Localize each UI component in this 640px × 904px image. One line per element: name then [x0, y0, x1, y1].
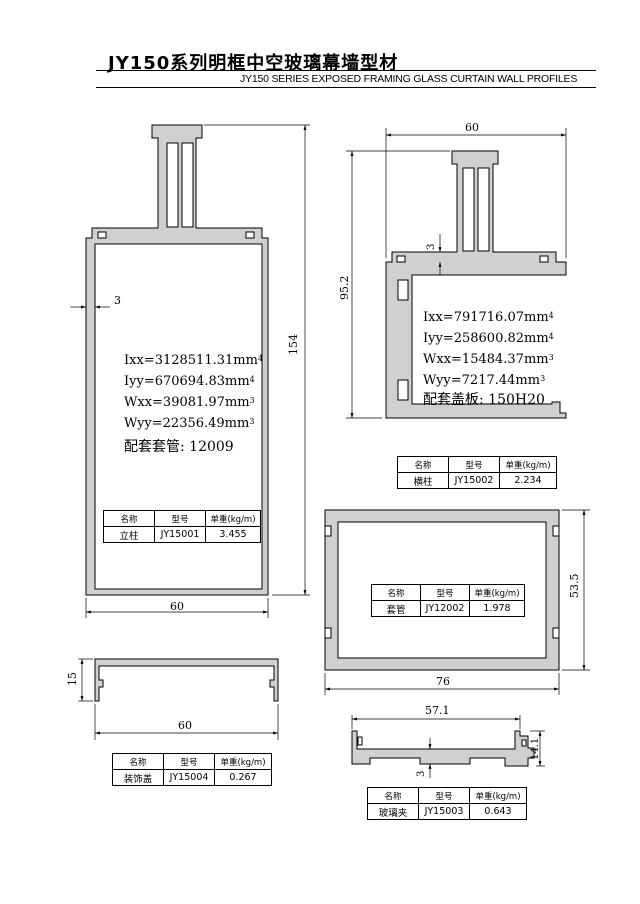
table-header-model: 型号	[418, 787, 470, 804]
mullion-properties: Ixx=3128511.31mm4 Iyy=670694.83mm4 Wxx=3…	[124, 350, 263, 434]
table-header-name: 名称	[112, 753, 164, 770]
title-rule	[96, 70, 596, 71]
mullion-height-label: 154	[287, 334, 300, 355]
spec-weight: 1.978	[469, 600, 525, 617]
mullion-wyy: Wyy=22356.49mm3	[124, 416, 255, 431]
spec-model: JY15002	[448, 472, 500, 489]
spec-name: 玻璃夹	[367, 803, 419, 820]
clip-profile	[351, 730, 535, 767]
clip-height-label: 14.1	[530, 737, 541, 760]
sleeve-width-label: 76	[436, 675, 450, 688]
transom-wyy: Wyy=7217.44mm3	[423, 373, 546, 388]
mullion-width-label: 60	[170, 600, 184, 613]
spec-weight: 0.643	[469, 803, 527, 820]
table-header-model: 型号	[154, 510, 206, 527]
spec-model: JY15004	[163, 769, 215, 786]
clip-width-label: 57.1	[425, 704, 450, 717]
table-header-weight: 单重(kg/m)	[214, 753, 272, 770]
transom-ixx: Ixx=791716.07mm4	[423, 310, 554, 325]
clip-wall-label: 3	[416, 770, 427, 777]
transom-profile	[385, 150, 567, 419]
table-header-name: 名称	[103, 510, 155, 527]
table-header-weight: 单重(kg/m)	[469, 584, 525, 601]
table-header-model: 型号	[163, 753, 215, 770]
spec-name: 装饰盖	[112, 769, 164, 786]
transom-properties: Ixx=791716.07mm4 Iyy=258600.82mm4 Wxx=15…	[423, 307, 554, 391]
spec-name: 横柱	[397, 472, 449, 489]
table-header-name: 名称	[397, 456, 449, 473]
mullion-ixx: Ixx=3128511.31mm4	[124, 353, 264, 368]
mullion-accessory: 配套套管: 12009	[124, 439, 234, 455]
spec-model: JY12002	[420, 600, 470, 617]
spec-model: JY15003	[418, 803, 470, 820]
mullion-iyy: Iyy=670694.83mm4	[124, 374, 255, 389]
table-header-weight: 单重(kg/m)	[499, 456, 557, 473]
transom-accessory: 配套盖板: 150H20	[423, 392, 545, 408]
table-header-weight: 单重(kg/m)	[469, 787, 527, 804]
table-header-model: 型号	[448, 456, 500, 473]
spec-weight: 3.455	[205, 526, 261, 543]
spec-model: JY15001	[154, 526, 206, 543]
spec-weight: 2.234	[499, 472, 557, 489]
spec-name: 立柱	[103, 526, 155, 543]
table-header-name: 名称	[367, 787, 419, 804]
spec-weight: 0.267	[214, 769, 272, 786]
transom-width-label: 60	[465, 121, 479, 134]
transom-wxx: Wxx=15484.37mm3	[423, 352, 554, 367]
spec-name: 套管	[371, 600, 421, 617]
table-header-model: 型号	[420, 584, 470, 601]
subtitle-rule	[96, 87, 596, 88]
cover-width-label: 60	[178, 719, 192, 732]
table-header-name: 名称	[371, 584, 421, 601]
transom-iyy: Iyy=258600.82mm4	[423, 331, 554, 346]
table-header-weight: 单重(kg/m)	[205, 510, 261, 527]
cover-height-label: 15	[66, 672, 79, 686]
page-title: JY150系列明框中空玻璃幕墙型材	[108, 53, 399, 74]
cover-profile	[94, 658, 279, 702]
mullion-wall-label: 3	[114, 294, 121, 307]
page-subtitle: JY150 SERIES EXPOSED FRAMING GLASS CURTA…	[240, 73, 578, 85]
transom-height-label: 95.2	[338, 275, 351, 301]
sleeve-height-label: 53.5	[568, 573, 581, 599]
transom-wall-label: 3	[426, 243, 437, 250]
mullion-wxx: Wxx=39081.97mm3	[124, 395, 255, 410]
